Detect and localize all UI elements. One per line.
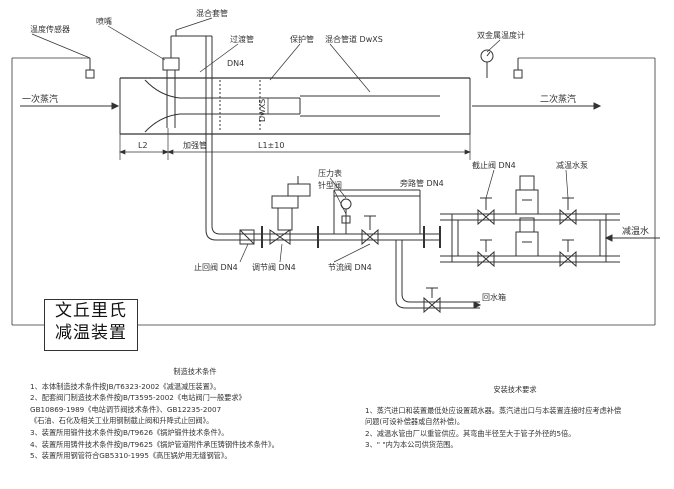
label-primary-steam: 一次蒸汽 xyxy=(22,93,58,105)
label-shutoff-valve: 止回阀 DN4 xyxy=(194,262,238,272)
title-line-2: 减温装置 xyxy=(55,323,127,343)
label-mixing-pipe: 混合管道 DwXS xyxy=(325,34,383,44)
pressure-gauge-icon xyxy=(340,198,352,234)
temp-sensor-icon xyxy=(85,58,95,79)
label-mixing-sleeve: 混合套管 xyxy=(196,8,228,18)
label-nozzle: 喷嘴 xyxy=(96,16,112,26)
label-needle-valve: 针型阀 xyxy=(318,180,342,190)
label-desuper-water: 减温水 xyxy=(622,225,649,237)
upper-pump-icon xyxy=(515,175,539,215)
right-sensor-icon xyxy=(513,58,523,79)
lower-pump-icon xyxy=(515,217,539,257)
installation-notes: 安装技术要求 1、蒸汽进口和装置最低处应设置疏水器。蒸汽进出口与本装置连接时应考… xyxy=(365,384,665,451)
manufacturing-heading: 制造技术条件 xyxy=(173,367,217,376)
manufacturing-item: 4、装置所用铸件技术条件按JB/T9625《锅炉管道附件承压铸钢件技术条件》。 xyxy=(30,439,279,449)
regulating-valve-icon xyxy=(269,176,311,245)
installation-heading: 安装技术要求 xyxy=(493,385,537,394)
label-bimetal-thermometer: 双金属温度计 xyxy=(477,30,525,40)
label-bypass-pipe: 旁路管 DN4 xyxy=(400,178,444,188)
manufacturing-item: 2、配套阀门制造技术条件按JB/T3595-2002《电站阀门一般要求》 xyxy=(30,393,246,403)
manufacturing-item: 《石油、石化及相关工业用钢制截止阀和升降式止回阀》。 xyxy=(30,416,214,426)
installation-item: 2、减温水管由厂以重管供应。其弯曲半径至大于管子外径的5倍。 xyxy=(365,428,576,438)
label-dwxs-vertical: DwXS xyxy=(258,99,267,122)
label-return-tank: 回水箱 xyxy=(482,292,506,302)
pump-manifold xyxy=(440,175,660,268)
installation-item: 3、" "内为本公司供货范围。 xyxy=(365,440,458,450)
manufacturing-item: 1、本体制造技术条件按JB/T6323-2002《减温减压装置》。 xyxy=(30,381,221,391)
throttle-valve-icon xyxy=(361,215,379,246)
main-steam-pipe xyxy=(119,77,471,135)
return-valve-icon xyxy=(423,287,441,314)
label-pressure-gauge: 压力表 xyxy=(318,168,342,178)
valve-train xyxy=(235,176,482,314)
label-dn-top: DN4 xyxy=(227,59,244,68)
dimension-lines xyxy=(119,98,471,160)
manufacturing-item: 3、装置所用锻件技术条件按JB/T9626《锅炉锻件技术条件》。 xyxy=(30,427,229,437)
label-throttle-valve: 节流阀 DN4 xyxy=(328,262,372,272)
label-desuper-pump: 减温水泵 xyxy=(556,160,588,170)
label-reinforce-pipe: 加强管 xyxy=(183,140,207,150)
manufacturing-item: 5、装置所用钢管符合GB5310-1995《高压锅炉用无缝钢管》。 xyxy=(30,451,232,461)
check-valve-icon xyxy=(239,229,255,245)
label-secondary-steam: 二次蒸汽 xyxy=(540,93,576,105)
label-stop-valve: 截止阀 DN4 xyxy=(472,160,516,170)
nozzle-assembly xyxy=(162,30,212,128)
manufacturing-item: GB10869-1989《电站调节阀技术条件》、GB12235-2007 xyxy=(30,404,222,414)
installation-item: 问题(可设补偿器或自然补偿)。 xyxy=(365,417,465,427)
label-temp-sensor: 温度传感器 xyxy=(30,24,70,34)
manufacturing-notes: 制造技术条件 1、本体制造技术条件按JB/T6323-2002《减温减压装置》。… xyxy=(30,366,360,462)
bimetal-thermometer-icon xyxy=(480,49,494,78)
title-line-1: 文丘里氏 xyxy=(55,301,127,321)
installation-item: 1、蒸汽进口和装置最低处应设置疏水器。蒸汽进出口与本装置连接时应考虑补偿 xyxy=(365,405,622,415)
signal-loop xyxy=(11,57,656,326)
label-l1: L1±10 xyxy=(258,141,284,150)
water-feed-line xyxy=(205,36,235,241)
label-protection-pipe: 保护管 xyxy=(290,34,314,44)
label-l2: L2 xyxy=(138,141,148,150)
label-transition-pipe: 过渡管 xyxy=(230,34,254,44)
label-regulating-valve: 调节阀 DN4 xyxy=(252,263,296,272)
title-box: 文丘里氏 减温装置 xyxy=(44,299,138,351)
